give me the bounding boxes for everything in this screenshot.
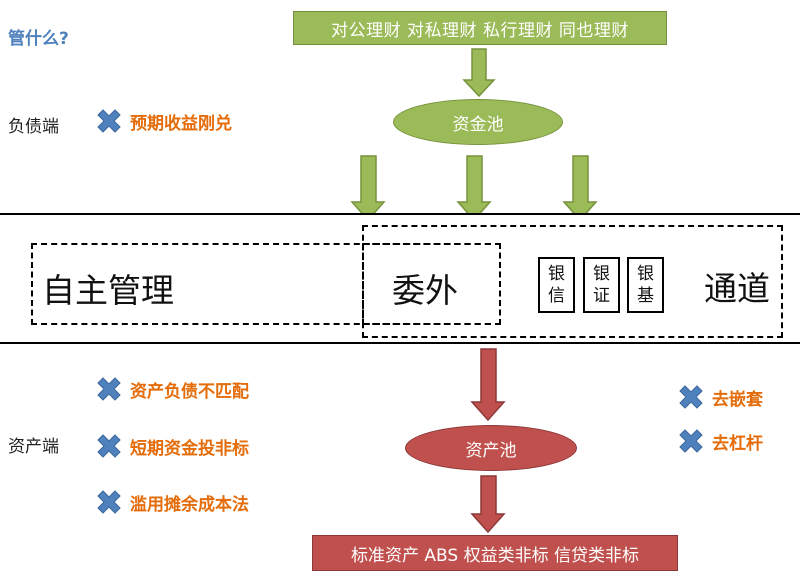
liability-label: 负债端	[8, 117, 59, 137]
asset-pool-node: 资产池	[405, 425, 577, 471]
channel-type-char: 证	[593, 286, 610, 306]
fund-pool-node: 资金池	[393, 99, 563, 145]
channel-type-char: 银	[637, 264, 654, 284]
cross-icon	[97, 490, 121, 514]
arrow-down-red	[470, 475, 506, 534]
cross-icon	[97, 434, 121, 458]
asset-remedy-label: 去杠杆	[712, 433, 763, 454]
asset-remedy-item: 去杠杆	[676, 426, 763, 456]
asset-remedy-item: 去嵌套	[676, 382, 763, 412]
channel-type-char: 银	[593, 264, 610, 284]
arrow-down-green	[462, 48, 496, 98]
asset-issue-label: 资产负债不匹配	[130, 381, 249, 402]
liability-issue-label: 预期收益刚兑	[130, 113, 232, 134]
asset-issue-item: 滥用摊余成本法	[94, 487, 249, 517]
question-title: 管什么?	[8, 29, 69, 49]
arrow-down-red	[470, 348, 506, 422]
asset-remedy-label: 去嵌套	[712, 389, 763, 410]
channel-type-box: 银 信	[538, 257, 575, 313]
cross-icon	[679, 429, 703, 453]
asset-issue-label: 短期资金投非标	[130, 438, 249, 459]
arrow-down-green	[456, 155, 492, 222]
cross-icon	[97, 377, 121, 401]
cross-icon	[97, 109, 121, 133]
liability-issue-item: 预期收益刚兑	[94, 106, 232, 136]
asset-targets-box: 标准资产 ABS 权益类非标 信贷类非标	[312, 535, 678, 571]
arrow-down-green	[562, 155, 598, 222]
asset-issue-item: 资产负债不匹配	[94, 374, 249, 404]
outsource-label: 委外	[392, 271, 458, 310]
channel-type-box: 银 基	[627, 257, 664, 313]
channel-type-char: 信	[548, 286, 565, 306]
asset-issue-item: 短期资金投非标	[94, 431, 249, 461]
channel-type-box: 银 证	[583, 257, 620, 313]
management-band	[0, 213, 800, 344]
channel-type-char: 基	[637, 286, 654, 306]
channel-type-char: 银	[548, 264, 565, 284]
outsource-region	[362, 243, 501, 325]
asset-issue-label: 滥用摊余成本法	[130, 494, 249, 515]
asset-label: 资产端	[8, 437, 59, 457]
cross-icon	[679, 385, 703, 409]
funding-sources-box: 对公理财 对私理财 私行理财 同也理财	[293, 11, 667, 45]
self-manage-label: 自主管理	[42, 271, 174, 310]
arrow-down-green	[350, 155, 386, 222]
channel-label: 通道	[704, 269, 770, 308]
